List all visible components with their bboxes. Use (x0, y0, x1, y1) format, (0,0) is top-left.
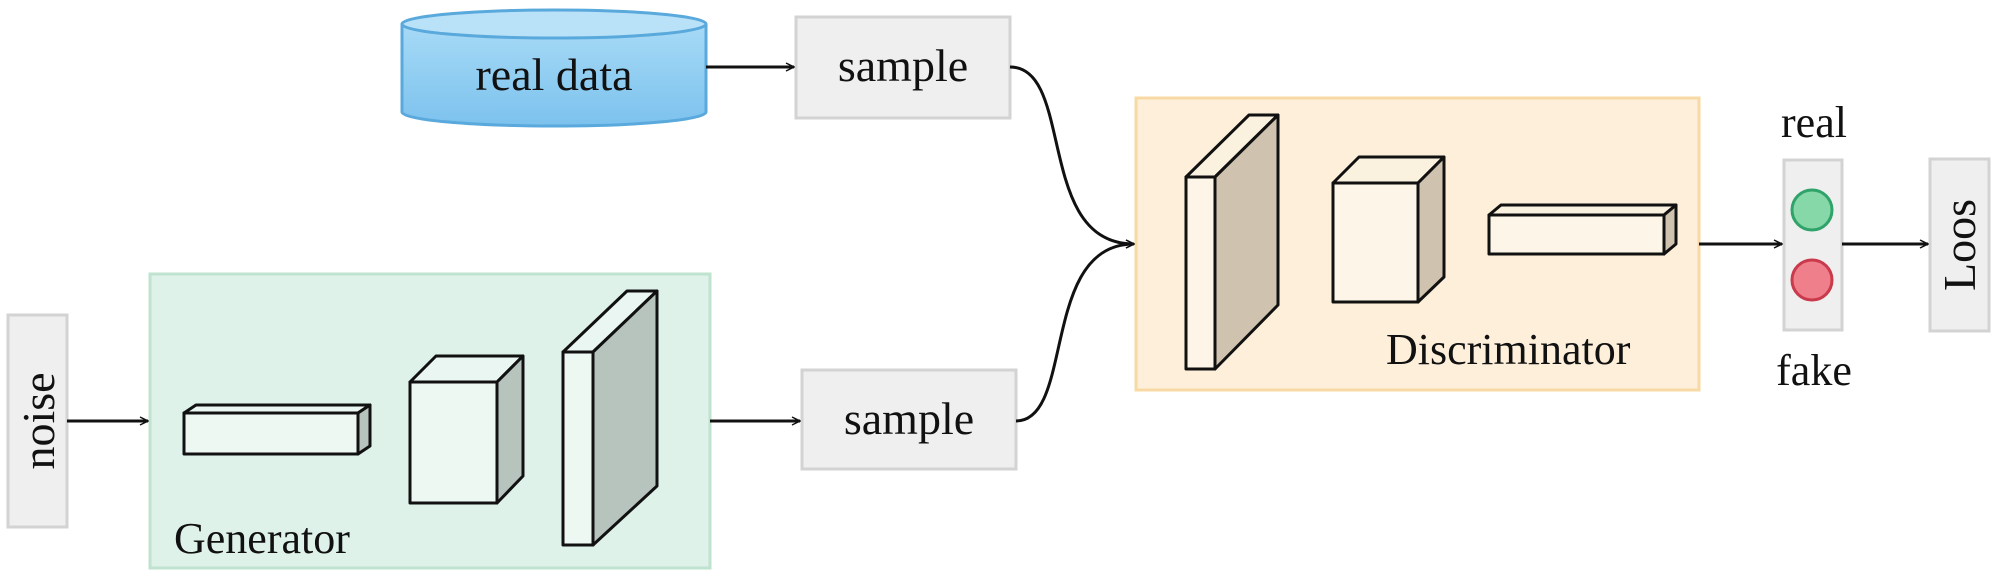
sample-bottom-label: sample (844, 393, 974, 444)
sample-box-top (794, 15, 1012, 120)
fake-label: fake (1776, 346, 1852, 395)
generator-layer-1 (182, 403, 372, 456)
generator-layer-2 (408, 354, 525, 505)
curve-sample-top-to-discriminator (1009, 65, 1134, 244)
real-data-label: real data (475, 49, 632, 100)
sample-top-label: sample (838, 40, 968, 91)
generator-label: Generator (174, 514, 350, 563)
real-data-database-icon (400, 8, 708, 128)
loss-label: Loos (1934, 199, 1985, 291)
discriminator-layer-3 (1487, 203, 1678, 256)
real-label: real (1781, 98, 1847, 147)
noise-box (6, 313, 69, 529)
noise-label: noise (13, 372, 64, 469)
discriminator-layer-2 (1331, 155, 1446, 304)
fake-indicator-icon (1790, 258, 1834, 302)
discriminator-layer-1 (1184, 113, 1280, 371)
real-indicator-icon (1790, 188, 1834, 232)
discriminator-label: Discriminator (1386, 325, 1631, 374)
loss-box (1928, 157, 1991, 333)
output-indicator-box (1782, 158, 1844, 332)
curve-sample-bottom-to-discriminator (1015, 244, 1134, 423)
generator-layer-3 (561, 289, 659, 547)
sample-box-bottom (800, 368, 1018, 471)
